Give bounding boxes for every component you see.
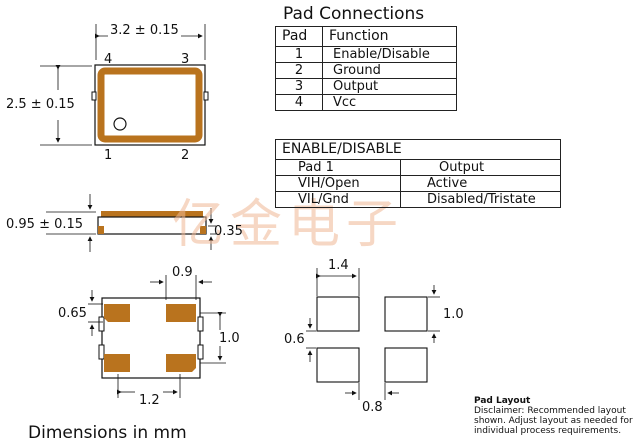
layout-pad-bottom-right	[384, 347, 428, 383]
bottom-notch-right-top	[197, 316, 204, 332]
layout-gap-x-dim-label: 0.8	[362, 400, 383, 415]
table-cell: 4	[275, 94, 323, 111]
bottom-view	[88, 275, 226, 398]
bottom-pitch-x-dim-label: 1.2	[139, 393, 160, 408]
table-cell: VIH/Open	[275, 175, 401, 192]
table-cell: Enable/Disable	[322, 46, 457, 63]
pin1-marker-circle	[113, 117, 127, 131]
table-cell: Vcc	[322, 94, 457, 111]
table-header-row: Pad 1 Output	[275, 159, 561, 176]
top-notch-right	[203, 91, 209, 101]
table-row: 4 Vcc	[275, 94, 457, 111]
table-cell: Disabled/Tristate	[400, 191, 561, 208]
table-header-cell: Pad	[275, 26, 323, 47]
layout-pad-bottom-left	[316, 347, 360, 383]
layout-pad-top-left	[316, 296, 360, 332]
table-title-row: ENABLE/DISABLE	[275, 139, 561, 160]
bottom-pad-height-dim-label: 0.65	[58, 306, 87, 321]
side-pad-left	[98, 226, 104, 234]
pad-layout-title: Pad Layout	[474, 396, 531, 406]
table-cell: Output	[322, 78, 457, 95]
table-cell: 3	[275, 78, 323, 95]
side-thickness-dim-label: 0.95 ± 0.15	[6, 217, 84, 232]
top-height-dim-label: 2.5 ± 0.15	[6, 97, 75, 112]
side-pad-right	[200, 226, 206, 234]
side-pad-thickness-dim-label: 0.35	[214, 224, 243, 239]
table-row: VIH/Open Active	[275, 175, 561, 192]
bottom-pad-1	[104, 304, 130, 322]
bottom-notch-right-bottom	[197, 344, 204, 360]
table-row: 3 Output	[275, 78, 457, 95]
table-row: VIL/Gnd Disabled/Tristate	[275, 191, 561, 208]
table-cell: Ground	[322, 62, 457, 79]
dimensions-footer: Dimensions in mm	[28, 423, 187, 443]
bottom-pitch-y-dim-label: 1.0	[219, 331, 240, 346]
pin-label-4: 4	[104, 52, 113, 67]
table-row: 1 Enable/Disable	[275, 46, 457, 63]
layout-gap-y-dim-label: 0.6	[284, 332, 305, 347]
enable-disable-table: ENABLE/DISABLE Pad 1 Output VIH/Open Act…	[275, 139, 561, 208]
bottom-pad-width-dim-label: 0.9	[172, 265, 193, 280]
table-header-cell: Output	[400, 159, 561, 176]
bottom-notch-left-bottom	[98, 344, 105, 360]
table-header-cell: Function	[322, 26, 457, 47]
bottom-notch-left-top	[98, 316, 105, 332]
side-lid	[101, 211, 203, 218]
pin-label-3: 3	[181, 52, 190, 67]
table-header-row: Pad Function	[275, 26, 457, 47]
pad-layout-drawing	[306, 268, 440, 400]
side-view	[46, 194, 216, 252]
bottom-pad-4	[166, 354, 196, 372]
pad-connections-title: Pad Connections	[283, 4, 425, 24]
pin-label-1: 1	[104, 148, 113, 163]
pin-label-2: 2	[181, 148, 190, 163]
bottom-pad-2	[166, 304, 196, 322]
table-cell: VIL/Gnd	[275, 191, 401, 208]
enable-disable-title: ENABLE/DISABLE	[275, 139, 561, 160]
pad-layout-disclaimer-line-3: individual process requirements.	[474, 426, 622, 436]
side-body	[97, 216, 207, 235]
bottom-pad-3	[104, 354, 130, 372]
pad-layout-disclaimer-line-1: Disclaimer: Recommended layout	[474, 406, 626, 416]
top-view	[40, 24, 209, 146]
top-width-dim-label: 3.2 ± 0.15	[108, 23, 181, 38]
table-cell: Active	[400, 175, 561, 192]
top-seal-ring	[97, 67, 203, 143]
top-package-outline	[94, 64, 206, 146]
top-notch-left	[91, 91, 97, 101]
layout-pad-height-dim-label: 1.0	[443, 307, 464, 322]
pad-connections-table: Pad Function 1 Enable/Disable 2 Ground 3…	[275, 26, 457, 111]
table-row: 2 Ground	[275, 62, 457, 79]
table-cell: 2	[275, 62, 323, 79]
layout-pad-width-dim-label: 1.4	[328, 258, 349, 273]
pad-layout-disclaimer-line-2: shown. Adjust layout as needed for	[474, 416, 633, 426]
table-header-cell: Pad 1	[275, 159, 401, 176]
layout-pad-top-right	[384, 296, 428, 332]
table-cell: 1	[275, 46, 323, 63]
